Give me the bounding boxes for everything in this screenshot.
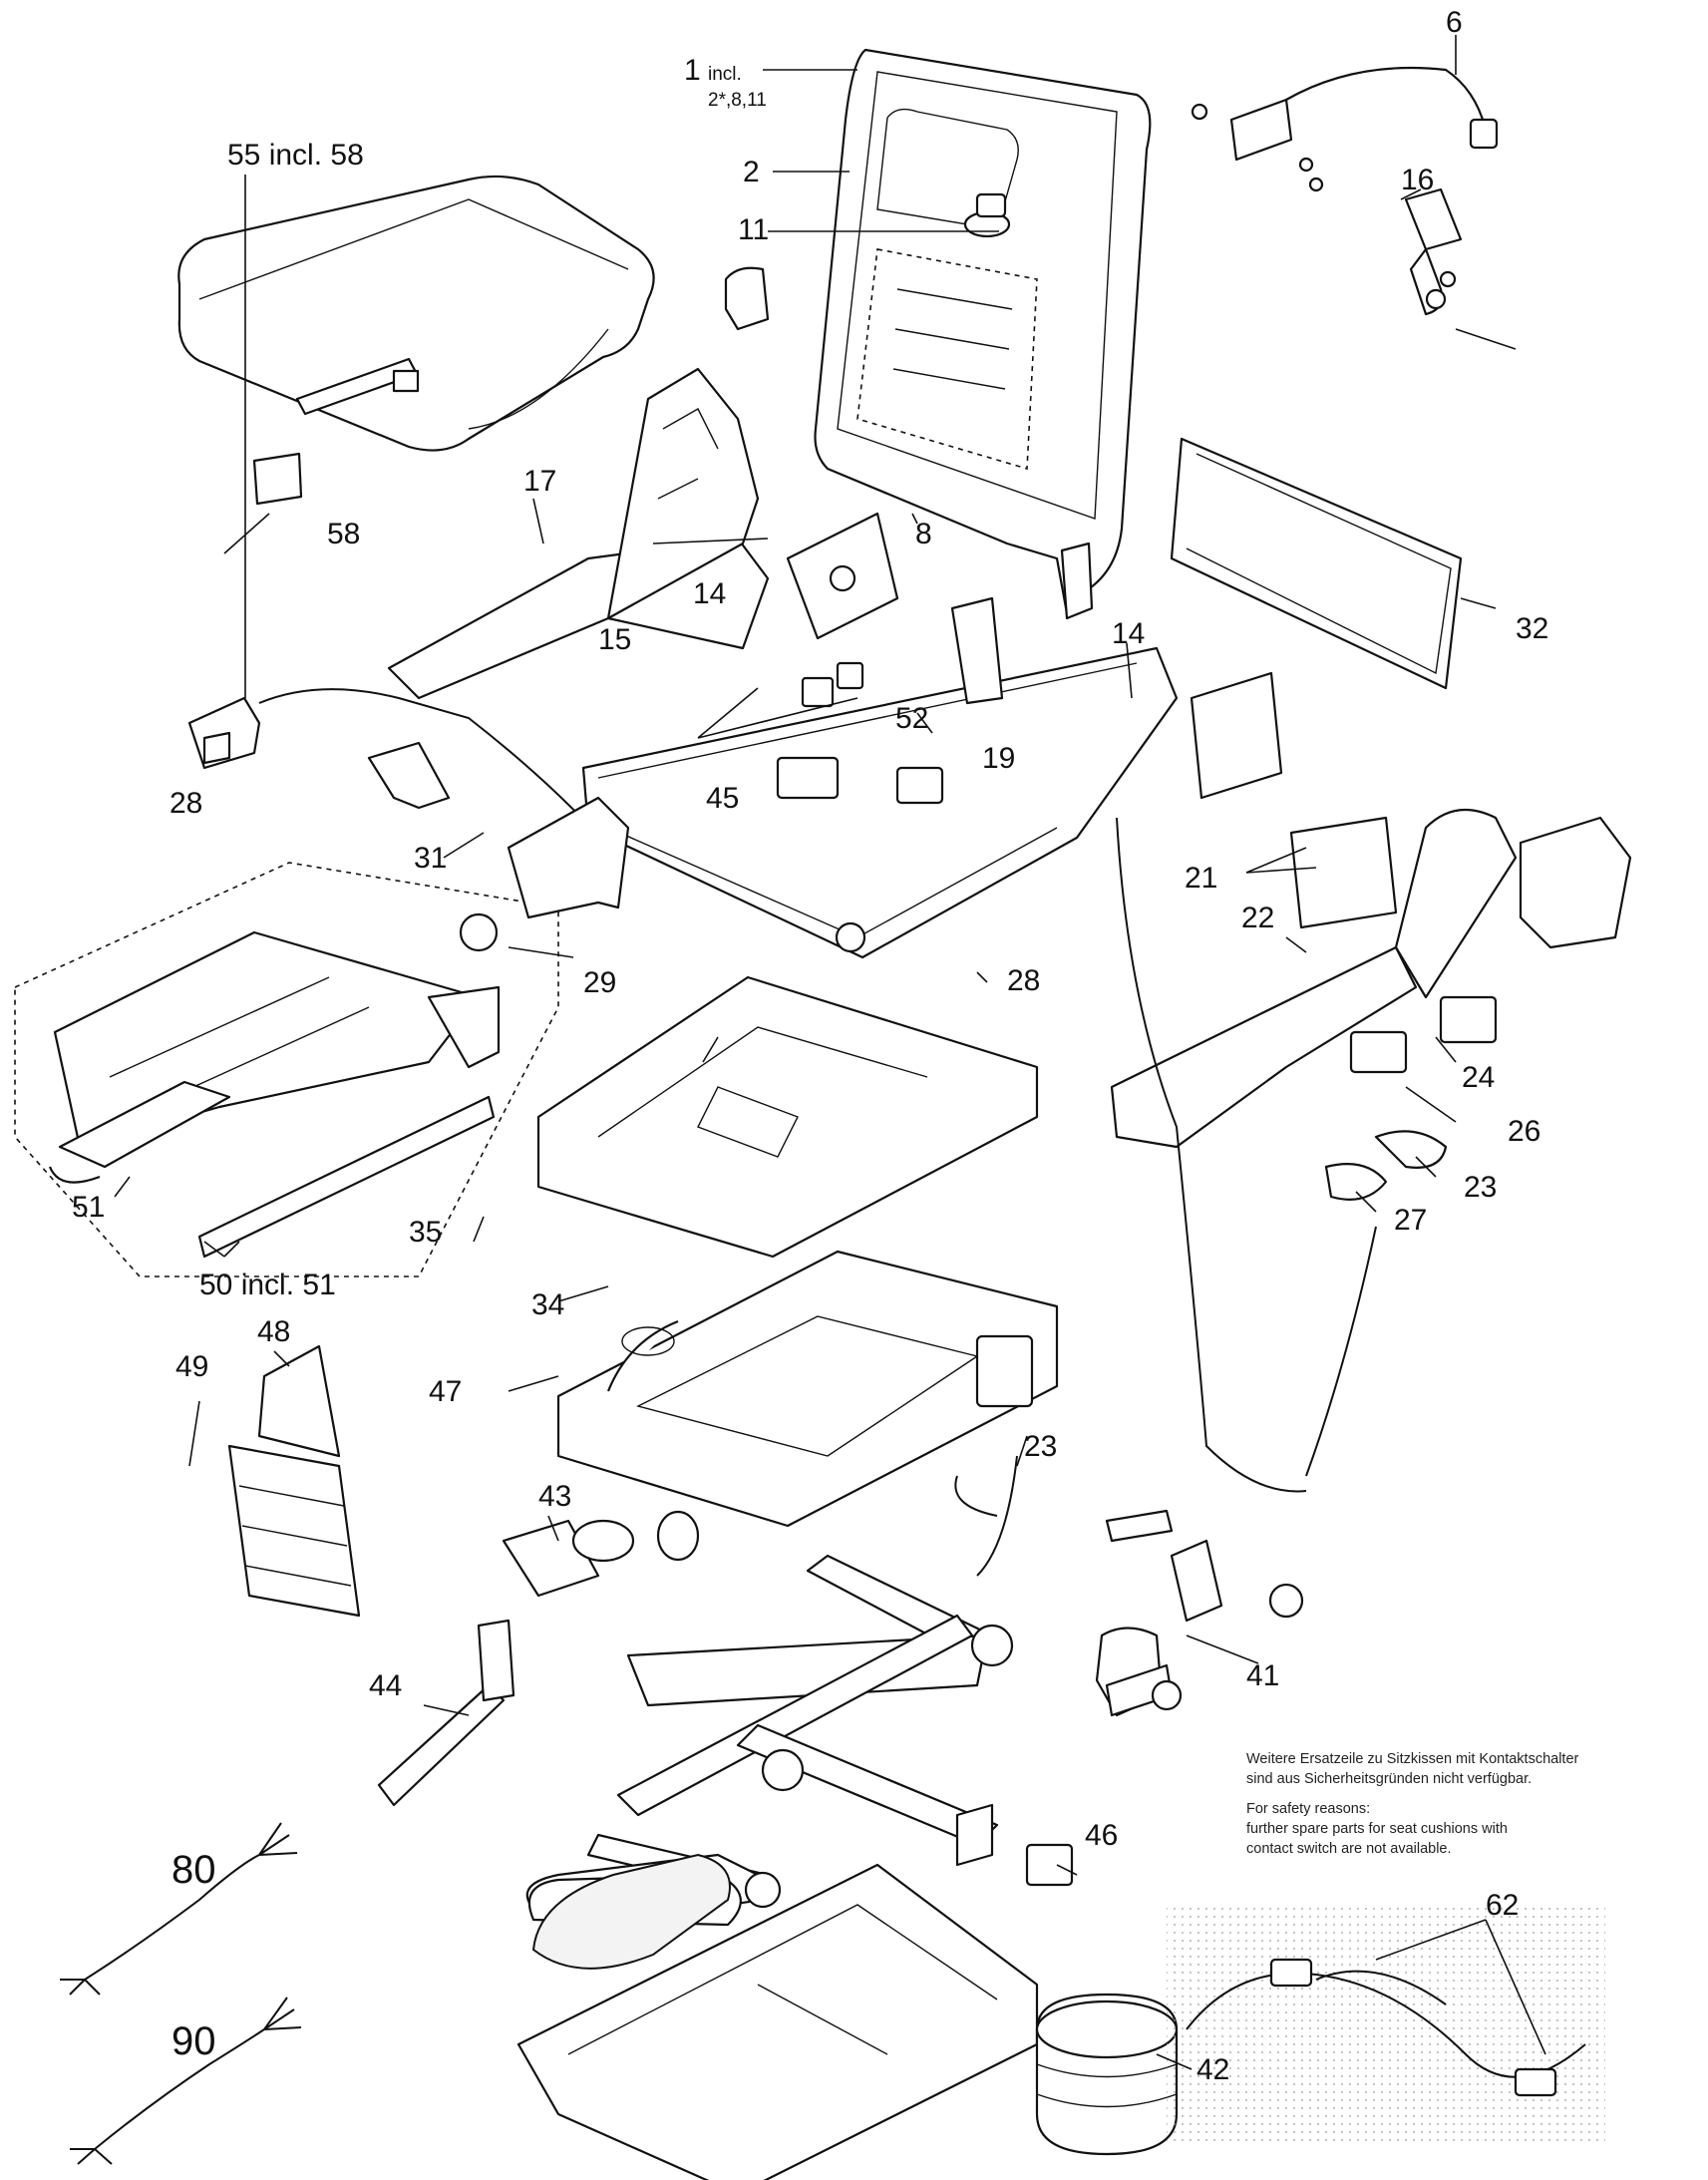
cable-harness-80 (60, 1822, 298, 1996)
armrest-console (1110, 671, 1632, 1201)
callout-26: 26 (1508, 1115, 1540, 1148)
callout-1: 1 (684, 54, 701, 87)
callout-labels: 1 incl. 2*,8,11 2 6 8 11 14 14 15 16 17 … (72, 6, 1548, 2086)
callout-32: 32 (1516, 612, 1548, 645)
callout-14a: 14 (693, 577, 726, 610)
side-panel (387, 367, 770, 700)
callout-46: 46 (1085, 1819, 1118, 1852)
callout-50: 50 incl. 51 (199, 1269, 336, 1301)
callout-6: 6 (1446, 6, 1463, 39)
callout-43: 43 (538, 1480, 571, 1513)
callout-1-sub: 2*,8,11 (708, 90, 767, 111)
callout-58: 58 (327, 518, 360, 550)
callout-19: 19 (982, 742, 1015, 775)
callout-22: 22 (1241, 902, 1274, 934)
callout-80: 80 (171, 1848, 216, 1892)
harness-62-inset (1167, 1905, 1605, 2144)
callout-35: 35 (409, 1216, 442, 1249)
rear-panel (1170, 437, 1463, 690)
backrest-assembly (724, 48, 1152, 620)
misc-parts (377, 1319, 1074, 1887)
note-de-line2: sind aus Sicherheitsgründen nicht verfüg… (1246, 1771, 1532, 1787)
seat-pan-frame (581, 512, 1179, 959)
callout-8: 8 (915, 518, 932, 550)
callout-52: 52 (895, 702, 928, 735)
callout-42: 42 (1196, 2053, 1229, 2086)
callout-27: 27 (1394, 1204, 1427, 1237)
leader-lines (114, 35, 1546, 2070)
callout-2: 2 (743, 156, 760, 188)
slide-rails (14, 862, 559, 1277)
callout-15: 15 (598, 623, 631, 656)
callout-11: 11 (738, 213, 769, 246)
callout-24: 24 (1462, 1061, 1495, 1094)
callout-21: 21 (1185, 862, 1217, 895)
callout-45: 45 (706, 782, 739, 815)
callout-29: 29 (583, 966, 616, 999)
callout-1-incl: incl. (708, 64, 742, 85)
callout-34: 34 (531, 1288, 564, 1321)
callout-55: 55 incl. 58 (227, 139, 364, 172)
callout-23a: 23 (1024, 1430, 1057, 1463)
cable-harness-90 (70, 1997, 302, 2165)
base-frame (516, 1853, 1039, 2180)
seat-cushion (177, 175, 655, 506)
seat-belt (1191, 66, 1499, 316)
callout-28b: 28 (1007, 964, 1040, 997)
suspension-top-plate (536, 975, 1059, 1528)
height-handle (367, 741, 630, 952)
note-de-line1: Weitere Ersatzeile zu Sitzkissen mit Kon… (1246, 1751, 1579, 1767)
note-en-line2: further spare parts for seat cushions wi… (1246, 1821, 1508, 1837)
callout-14b: 14 (1112, 617, 1145, 650)
safety-note: Weitere Ersatzeile zu Sitzkissen mit Kon… (1246, 1751, 1579, 1857)
callout-49: 49 (175, 1350, 208, 1383)
seat-switch (187, 696, 261, 770)
note-en-line1: For safety reasons: (1246, 1801, 1370, 1817)
callout-90: 90 (171, 2019, 216, 2063)
air-spring (1035, 1993, 1179, 2156)
callout-44: 44 (369, 1669, 402, 1702)
callout-48: 48 (257, 1315, 290, 1348)
callout-17: 17 (523, 465, 556, 498)
scissor-mechanism (525, 1554, 1014, 1932)
callout-31: 31 (414, 842, 447, 875)
callout-28a: 28 (170, 787, 202, 820)
callout-41: 41 (1246, 1659, 1279, 1692)
callout-62: 62 (1486, 1889, 1519, 1922)
note-en-line3: contact switch are not available. (1246, 1841, 1452, 1857)
bellows (227, 1344, 361, 1618)
callout-23b: 23 (1464, 1171, 1497, 1204)
shock-absorber (1095, 1509, 1304, 1717)
callout-51: 51 (72, 1191, 105, 1224)
callout-16: 16 (1401, 164, 1434, 196)
callout-47: 47 (429, 1375, 462, 1408)
